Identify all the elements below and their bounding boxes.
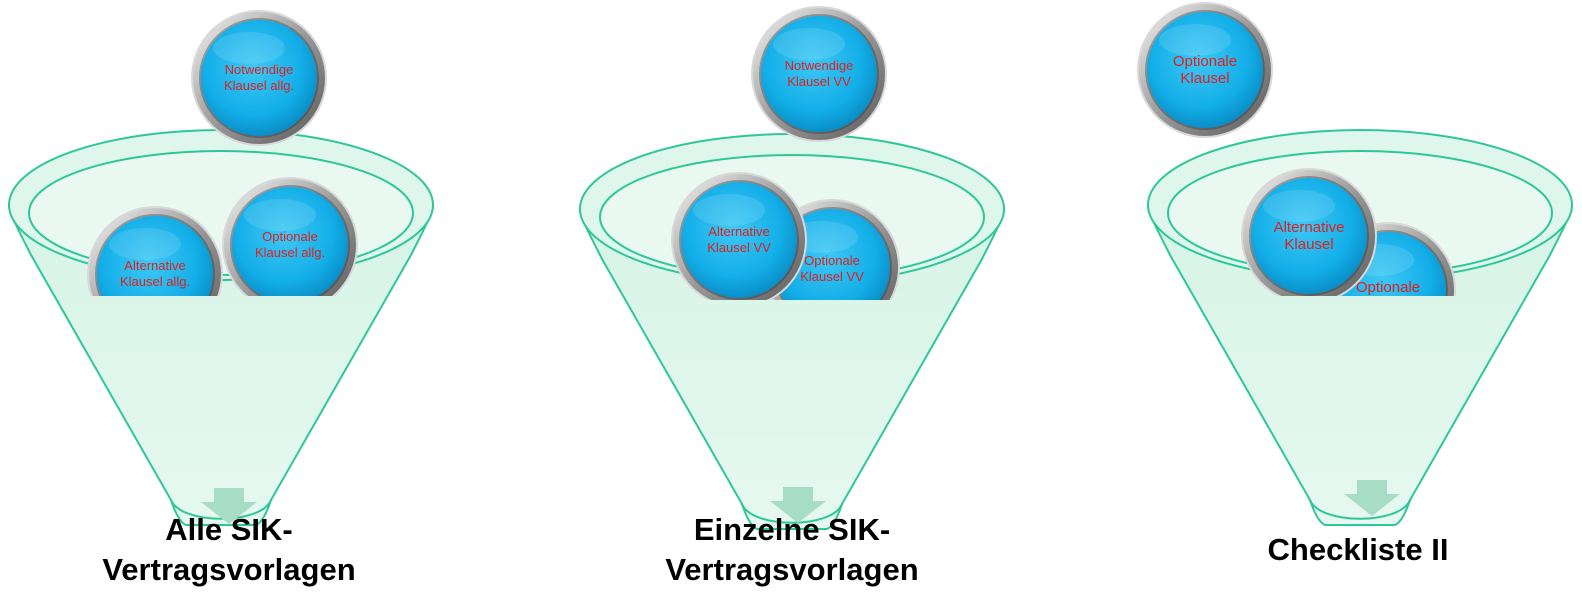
alternative-ball-3-line1: Alternative [1274,219,1345,236]
top-ball-2-line1: Notwendige [785,58,854,73]
funnel-2 [579,133,1005,530]
optional-ball-2-line1: Optionale [804,253,860,268]
caption-3-line1: Checkliste II [1268,532,1449,567]
caption-2-line2: Vertragsvorlagen [665,552,918,587]
optional-ball-2-line2: Klausel VV [800,269,864,284]
alternative-ball-2: Alternative Klausel VV [671,172,807,300]
top-ball-3-line2: Klausel [1180,70,1229,87]
optional-ball-2: Optionale Klausel VV [764,199,900,300]
alternative-ball-1: Alternative Klausel allg. [87,206,223,296]
optional-ball-3: Optionale [1320,222,1456,296]
funnel-1 [8,129,434,526]
funnel-group-2: Optionale Klausel VV Alternative Klausel… [579,6,1005,587]
top-ball-2: Notwendige Klausel VV [751,6,887,142]
alternative-ball-1-line1: Alternative [124,258,185,273]
alternative-ball-2-line2: Klausel VV [707,240,771,255]
top-ball-1: Notwendige Klausel allg. [191,10,327,146]
alternative-ball-1-line2: Klausel allg. [120,274,190,289]
optional-ball-1-line2: Klausel allg. [255,245,325,260]
alternative-ball-3: Alternative Klausel [1241,168,1377,296]
optional-ball-3-line1: Optionale [1356,279,1420,296]
top-ball-3: Optionale Klausel [1137,2,1273,138]
alternative-ball-2-line1: Alternative [708,224,769,239]
caption-1-line2: Vertragsvorlagen [102,552,355,587]
caption-1-line1: Alle SIK- [165,512,292,547]
funnel-group-1: Alternative Klausel allg. Optionale Klau… [8,10,434,587]
optional-ball-1-line1: Optionale [262,229,318,244]
funnel-3 [1147,129,1573,526]
funnel-group-3: Optionale Alternative Klausel Optionale … [1137,2,1573,567]
alternative-ball-3-line2: Klausel [1284,236,1333,253]
top-ball-1-line1: Notwendige [225,62,294,77]
optional-ball-1: Optionale Klausel allg. [222,177,358,296]
top-ball-2-line2: Klausel VV [787,74,851,89]
top-ball-3-line1: Optionale [1173,53,1237,70]
caption-2-line1: Einzelne SIK- [694,512,890,547]
top-ball-1-line2: Klausel allg. [224,78,294,93]
